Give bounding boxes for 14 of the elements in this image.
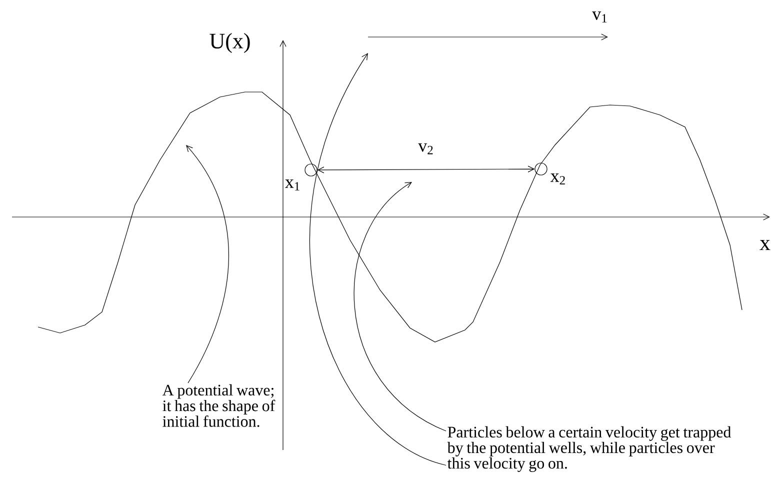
point-label: x$_{2}$ <box>550 174 565 184</box>
leader-line <box>310 53 446 466</box>
annotation-text: A potential wave; it has the shape of initial function. <box>162 384 276 427</box>
axis-label: v$_{1}$ <box>592 12 607 22</box>
annotation-text: Particles below a certain velocity get trapped by the potential wells, while particles over this velocity go on. <box>447 426 732 472</box>
arrow <box>317 166 535 174</box>
leader-line <box>354 182 446 432</box>
point-marker <box>534 162 548 176</box>
axis-label: x <box>760 240 770 250</box>
edge-label: v$_{2}$ <box>418 143 433 154</box>
point-marker <box>304 164 318 176</box>
point-label: x$_{1}$ <box>285 180 300 190</box>
leader-line <box>186 145 230 384</box>
axis-label: U(x) <box>210 33 250 53</box>
